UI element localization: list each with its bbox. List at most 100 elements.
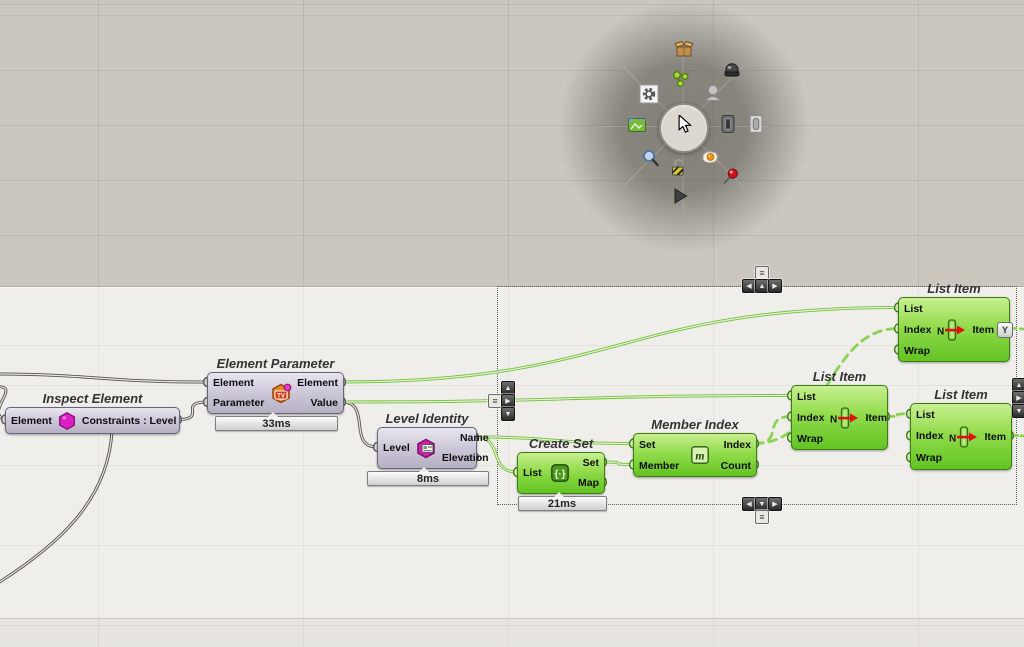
- package-icon[interactable]: [674, 39, 694, 59]
- component-title: List Item: [812, 369, 867, 384]
- svg-text:N: N: [830, 414, 837, 425]
- output-ports: Item: [860, 386, 892, 449]
- input-port-label[interactable]: Set: [639, 438, 656, 451]
- panel-dark-icon[interactable]: [718, 114, 738, 134]
- input-port-label[interactable]: Element: [213, 377, 254, 389]
- component-title: List Item: [927, 281, 981, 296]
- output-ports: Item: [979, 404, 1011, 469]
- output-port-label[interactable]: Constraints : Level: [81, 414, 177, 427]
- group-handle-left-button[interactable]: ◀: [742, 279, 756, 293]
- input-port-label[interactable]: Wrap: [904, 344, 931, 357]
- output-port-label[interactable]: Count: [720, 459, 751, 472]
- wire-green-dashed: [1008, 434, 1024, 438]
- wire-gray-core: [0, 373, 208, 383]
- component-title: List Item: [934, 387, 988, 402]
- group-handle-right-button[interactable]: ▶: [768, 497, 782, 511]
- output-port-row: Item: [984, 431, 1006, 443]
- output-port-label[interactable]: Name: [459, 432, 489, 444]
- profiler-time-badge: 33ms: [215, 412, 338, 431]
- output-port-label[interactable]: Map: [577, 477, 599, 489]
- flatten-toggle-button[interactable]: Y: [997, 321, 1014, 338]
- group-handle-list-button[interactable]: ≡: [755, 510, 769, 524]
- play-icon[interactable]: [670, 186, 690, 206]
- molecule-icon[interactable]: [671, 69, 691, 89]
- padlock-icon[interactable]: [668, 158, 688, 178]
- gear-icon[interactable]: [639, 84, 659, 104]
- input-port-label[interactable]: Wrap: [797, 432, 824, 445]
- magnifier-icon[interactable]: [641, 148, 661, 168]
- group-handle-right-button[interactable]: ▶: [1012, 391, 1024, 405]
- output-port-label[interactable]: Index: [723, 438, 751, 451]
- input-port-label[interactable]: Index: [797, 411, 825, 424]
- input-port-label[interactable]: Member: [639, 459, 680, 472]
- pin-icon[interactable]: [720, 166, 740, 186]
- profiler-time-badge: 8ms: [367, 467, 489, 486]
- map-icon[interactable]: [627, 115, 647, 135]
- input-ports: Level: [378, 428, 415, 468]
- wire-green-dashed: [753, 327, 900, 445]
- svg-text:N: N: [949, 433, 956, 444]
- output-port-label[interactable]: Set: [582, 457, 599, 469]
- m-italic-icon: m: [690, 445, 710, 465]
- input-port-label[interactable]: Element: [11, 414, 52, 427]
- input-port-label[interactable]: Index: [904, 323, 932, 336]
- group-handle-list-button[interactable]: ≡: [755, 266, 769, 280]
- input-port-label[interactable]: Index: [916, 430, 944, 443]
- output-port-label[interactable]: Element: [297, 377, 338, 389]
- wire-green-core: [474, 436, 634, 445]
- input-port-label[interactable]: List: [916, 408, 935, 421]
- egg-icon[interactable]: [700, 146, 720, 166]
- list-n-icon: N: [936, 318, 967, 341]
- input-port-label[interactable]: Parameter: [213, 397, 265, 409]
- wire-green-core: [602, 461, 634, 466]
- head-icon[interactable]: [703, 83, 723, 103]
- output-port-label[interactable]: Elevation: [441, 452, 489, 464]
- wire-green-core: [341, 394, 792, 403]
- input-port-label[interactable]: List: [904, 302, 923, 315]
- output-port-label[interactable]: Item: [865, 411, 888, 424]
- group-handle-up-button[interactable]: ▲: [755, 279, 769, 293]
- group-handle-down-button[interactable]: ▼: [501, 407, 515, 421]
- input-port-label[interactable]: Level: [383, 442, 410, 454]
- canvas-bottom-strip: [0, 618, 1024, 647]
- group-handle-down-button[interactable]: ▼: [755, 497, 769, 511]
- helmet-icon[interactable]: [722, 61, 742, 81]
- output-port-label[interactable]: Value: [310, 397, 338, 409]
- group-handle-left-button[interactable]: ◀: [742, 497, 756, 511]
- list-n-icon: N: [829, 406, 860, 429]
- group-handle-up-button[interactable]: ▲: [501, 381, 515, 395]
- output-port-label[interactable]: Item: [984, 430, 1007, 443]
- output-port-label[interactable]: Item: [972, 323, 995, 336]
- group-handle-down-button[interactable]: ▼: [1012, 404, 1024, 418]
- output-port-row: Elevation: [442, 452, 489, 464]
- wire-gray-core: [0, 386, 7, 421]
- input-port-label[interactable]: List: [523, 467, 542, 479]
- group-handle-right-button[interactable]: ▶: [501, 394, 515, 408]
- group-handle-up-button[interactable]: ▲: [1012, 378, 1024, 392]
- svg-text:{·}: {·}: [554, 469, 565, 480]
- group-handle-right-button[interactable]: ▶: [768, 279, 782, 293]
- panel-light-icon[interactable]: [746, 114, 766, 134]
- input-port-label[interactable]: Wrap: [916, 452, 943, 465]
- input-port-label[interactable]: List: [797, 390, 816, 403]
- output-ports: Constraints : Level: [77, 408, 182, 433]
- group-handle-list-button[interactable]: ≡: [488, 394, 502, 408]
- list-n-icon: N: [948, 425, 979, 448]
